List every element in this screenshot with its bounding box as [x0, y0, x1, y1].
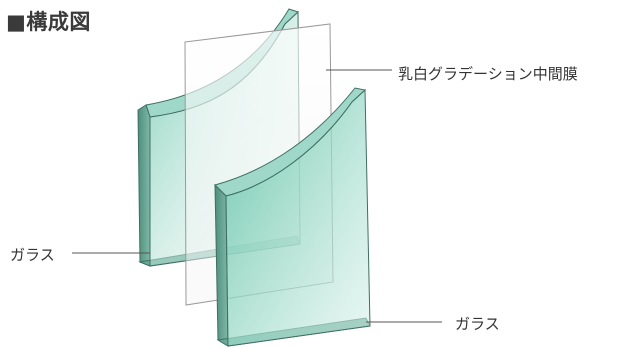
- glass-left-label: ガラス: [10, 246, 55, 264]
- glass-pane-front: [214, 87, 371, 347]
- interlayer-label: 乳白グラデーション中間膜: [398, 65, 578, 83]
- page-title: ■構成図: [6, 10, 91, 34]
- glass-back-left-edge: [137, 104, 151, 267]
- glass-right-label: ガラス: [455, 315, 500, 333]
- glass-front-face: [225, 88, 371, 347]
